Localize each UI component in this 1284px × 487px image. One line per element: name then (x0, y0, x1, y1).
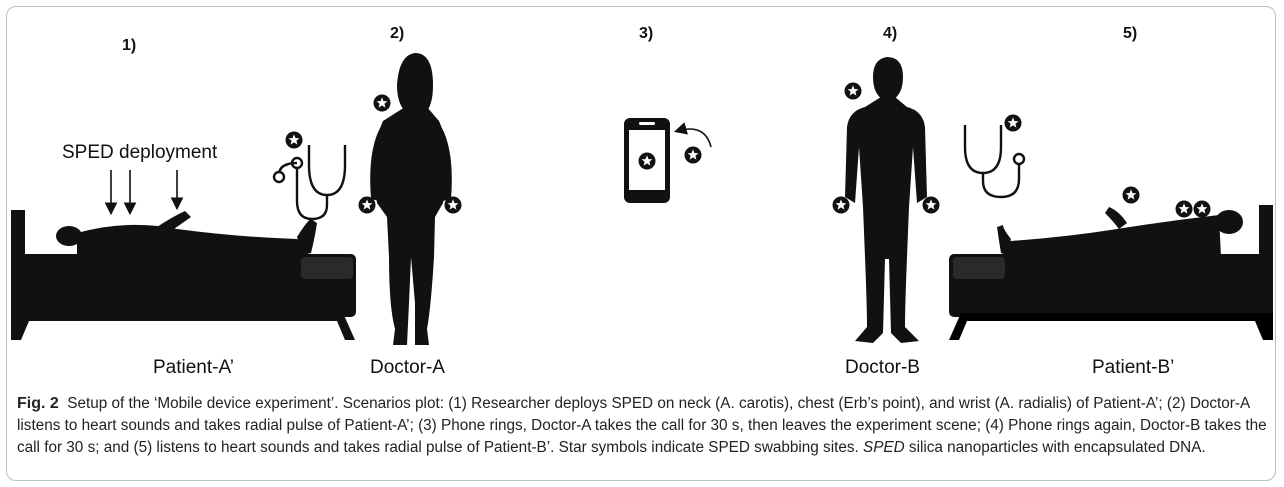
doctor-b-label: Doctor-B (845, 357, 920, 378)
patient-a-silhouette-icon (56, 211, 317, 257)
star-badge-icon (832, 196, 850, 214)
scenario-illustration (11, 53, 1273, 345)
doctor-a-label: Doctor-A (370, 357, 445, 378)
figure-caption: Fig. 2 Setup of the ‘Mobile device exper… (17, 393, 1267, 459)
patient-b-silhouette-icon (997, 207, 1243, 257)
star-badge-icon (1004, 114, 1022, 132)
star-badge-icon (844, 82, 862, 100)
patient-a-label: Patient-A’ (153, 357, 234, 378)
scenario-number-4: 4) (883, 25, 898, 42)
patient-b-label: Patient-B’ (1092, 357, 1175, 378)
figure-frame: 1) 2) 3) 4) 5) SPED deployment (6, 6, 1276, 481)
caption-abbrev-term: SPED (863, 439, 905, 456)
star-badge-icon (1122, 186, 1140, 204)
caption-text: Setup of the ‘Mobile device experiment’.… (17, 395, 1267, 456)
bed-a-icon (11, 210, 356, 340)
stethoscope-a-chestpiece-icon (272, 161, 298, 184)
stethoscope-b-icon (963, 125, 1026, 199)
star-badge-icon (373, 94, 391, 112)
star-badge-icon (444, 196, 462, 214)
star-badge-icon (922, 196, 940, 214)
scenario-number-5: 5) (1123, 25, 1138, 42)
scenario-number-1: 1) (122, 37, 137, 54)
sped-deployment-arrows (104, 170, 184, 216)
doctor-a-silhouette-icon (370, 53, 452, 345)
figure-number: Fig. 2 (17, 395, 59, 412)
scenario-number-2: 2) (390, 25, 405, 42)
star-badge-icon (1193, 200, 1211, 218)
star-badge-icon (358, 196, 376, 214)
star-badge-icon (285, 131, 303, 149)
doctor-b-silhouette-icon (845, 57, 927, 343)
bed-b-icon (949, 205, 1273, 340)
stethoscope-a-icon (285, 145, 347, 221)
scenario-number-3: 3) (639, 25, 654, 42)
star-badge-icon (638, 152, 656, 170)
caption-abbrev-def: silica nanoparticles with encapsulated D… (908, 439, 1206, 456)
star-badge-icon (684, 146, 702, 164)
star-badge-icon (1175, 200, 1193, 218)
sped-deployment-label: SPED deployment (62, 142, 218, 163)
transfer-arrow (673, 122, 712, 148)
